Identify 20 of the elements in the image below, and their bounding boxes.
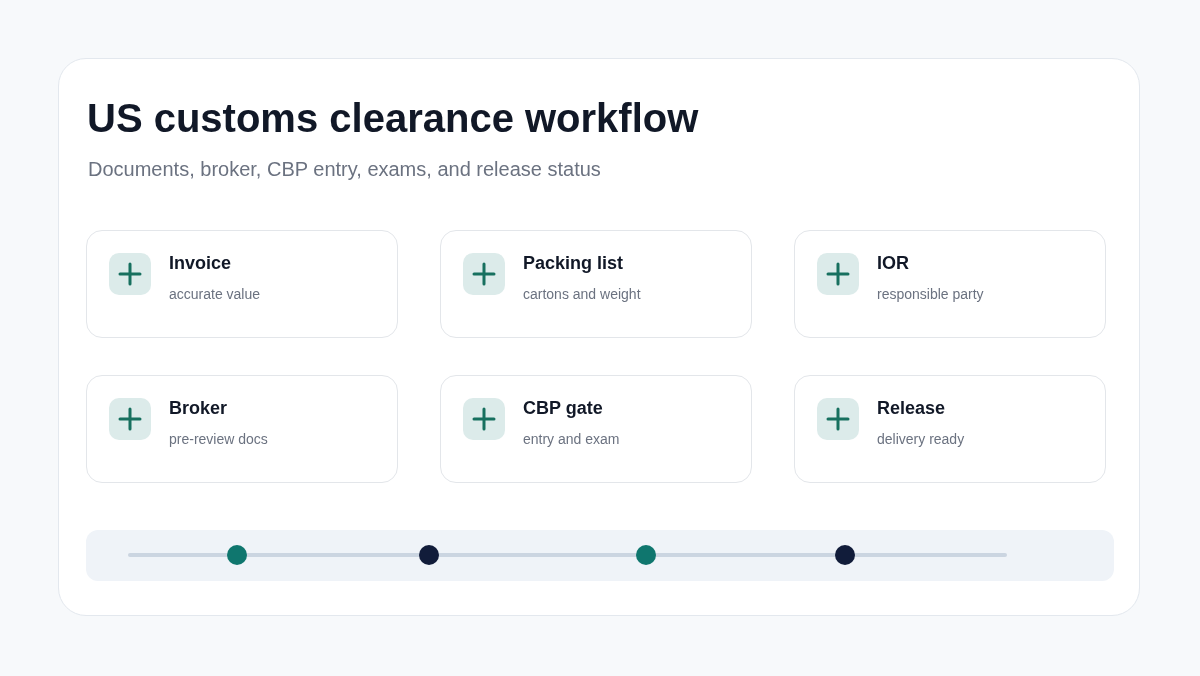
subtitle: Documents, broker, CBP entry, exams, and release status [88,157,601,181]
step-description: pre-review docs [169,430,268,448]
step-title: Packing list [523,252,624,274]
diagram-title: US customs clearance workflow [87,95,699,142]
step-card [86,375,398,483]
step-title: IOR [877,252,909,274]
step-title: CBP gate [523,397,603,419]
step-description: entry and exam [523,430,620,448]
step-title: Release [877,397,946,419]
step-card [440,375,752,483]
step-title: Broker [169,397,228,419]
step-card [440,230,752,338]
step-description: responsible party [877,285,984,303]
step-card [794,375,1106,483]
step-description: cartons and weight [523,285,641,303]
step-card [86,230,398,338]
step-description: delivery ready [877,430,965,448]
step-description: accurate value [169,285,261,303]
step-card [794,230,1106,338]
step-title: Invoice [169,252,232,274]
